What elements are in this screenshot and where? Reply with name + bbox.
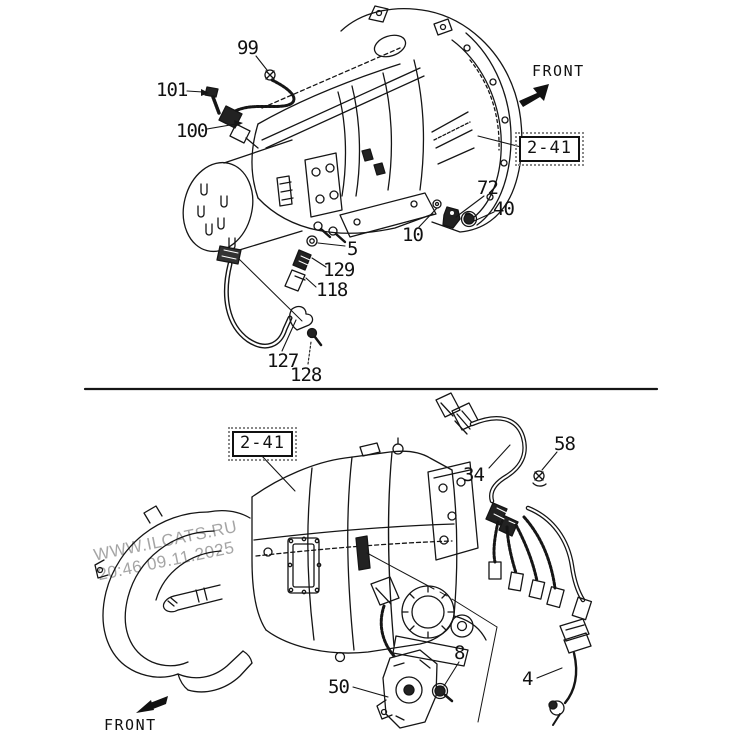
front-label-bottom: FRONT <box>104 716 157 734</box>
callout-4[interactable]: 4 <box>522 668 533 690</box>
callout-101[interactable]: 101 <box>156 79 188 101</box>
callout-100[interactable]: 100 <box>176 120 208 142</box>
top-leader-lines <box>186 55 522 365</box>
bottom-leader-lines <box>260 444 563 698</box>
ref-box-bottom[interactable]: 2-41 <box>228 427 297 461</box>
harness-34-art <box>435 392 593 621</box>
callout-99[interactable]: 99 <box>237 37 259 59</box>
front-label-top: FRONT <box>532 62 585 80</box>
callout-8[interactable]: 8 <box>454 642 465 664</box>
top-wire-assembly-art <box>204 69 296 149</box>
callout-34[interactable]: 34 <box>463 464 485 486</box>
callout-40[interactable]: 40 <box>493 198 515 220</box>
ref-box-top[interactable]: 2-41 <box>515 132 584 166</box>
sensor-50-art <box>370 576 454 729</box>
callout-118[interactable]: 118 <box>316 279 348 301</box>
bottom-transmission-drawing <box>94 437 487 693</box>
callout-127[interactable]: 127 <box>267 350 299 372</box>
harness-4-art <box>548 618 592 726</box>
callout-72[interactable]: 72 <box>477 177 499 199</box>
front-arrow-bottom <box>136 696 168 713</box>
top-transmission-drawing <box>182 5 523 253</box>
top-small-parts-art <box>432 199 478 229</box>
callout-129[interactable]: 129 <box>323 259 355 281</box>
callout-58[interactable]: 58 <box>554 433 576 455</box>
front-arrow-top <box>519 84 549 107</box>
bottom-grouping-line <box>366 552 498 723</box>
callout-10[interactable]: 10 <box>402 224 424 246</box>
callout-50[interactable]: 50 <box>328 676 350 698</box>
callout-5[interactable]: 5 <box>347 238 358 260</box>
top-oil-pipe-art <box>216 235 323 349</box>
callout-128[interactable]: 128 <box>290 364 322 386</box>
